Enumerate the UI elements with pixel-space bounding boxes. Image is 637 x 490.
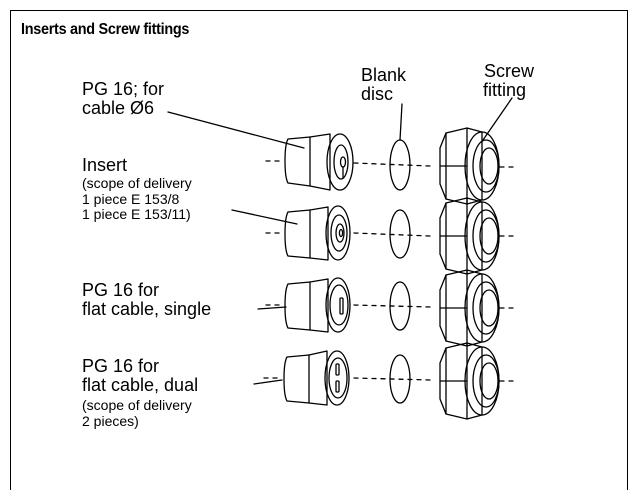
row-2 bbox=[265, 197, 517, 275]
blank-disc bbox=[389, 354, 411, 404]
label-insert: Insert bbox=[82, 155, 128, 175]
leader-flat-single bbox=[257, 306, 287, 310]
leader-blank-disc bbox=[399, 103, 403, 141]
blank-disc bbox=[389, 281, 411, 331]
leader-flat-dual bbox=[253, 379, 283, 385]
row-3 bbox=[265, 269, 517, 347]
leader-pg16-cable bbox=[167, 111, 305, 149]
screw-fitting bbox=[439, 269, 500, 347]
flat-dual-insert bbox=[283, 350, 350, 406]
figure-title: Inserts and Screw fittings bbox=[21, 21, 190, 38]
row-4 bbox=[263, 342, 517, 420]
screw-fitting bbox=[439, 197, 500, 275]
insert-part bbox=[284, 205, 351, 261]
blank-disc bbox=[389, 139, 411, 191]
figure-frame bbox=[10, 10, 628, 490]
leader-screw-fitting bbox=[482, 97, 513, 141]
pg16-cable-insert bbox=[284, 133, 354, 191]
screw-fitting bbox=[439, 127, 500, 205]
flat-single-insert bbox=[284, 277, 351, 333]
blank-disc bbox=[389, 209, 411, 259]
row-1 bbox=[265, 127, 517, 205]
screw-fitting bbox=[439, 342, 500, 420]
